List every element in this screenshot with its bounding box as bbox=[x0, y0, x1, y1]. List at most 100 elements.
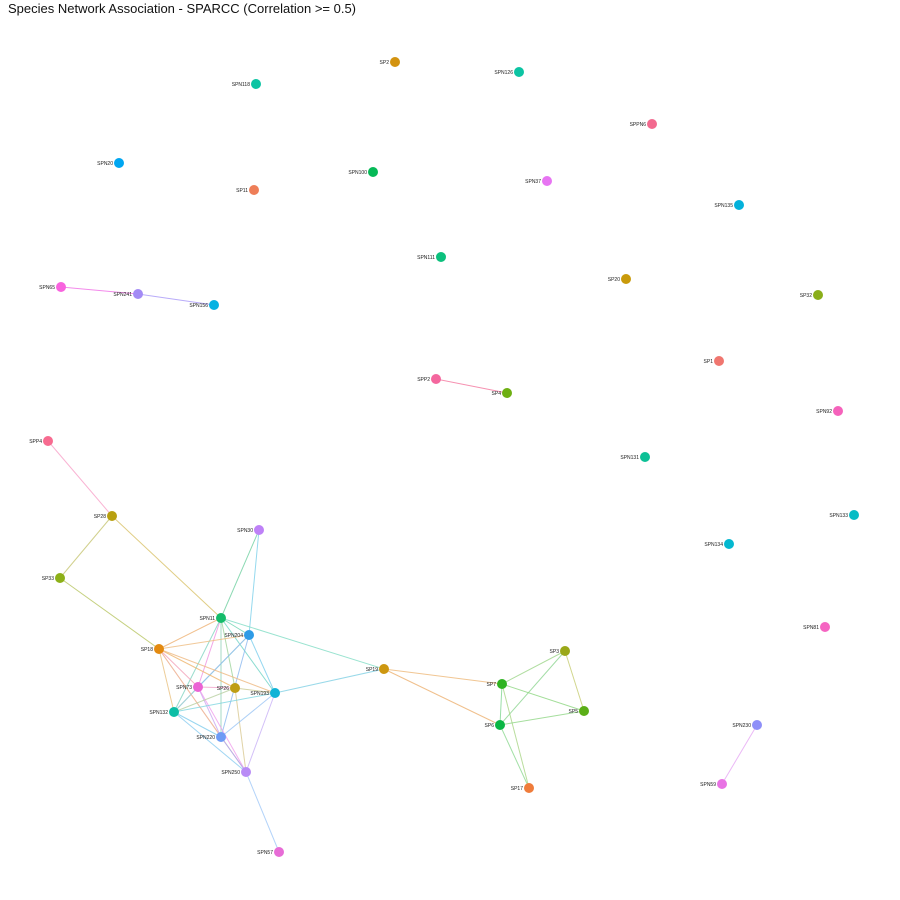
node-SPN11[interactable] bbox=[216, 613, 226, 623]
node-label-SP18: SP18 bbox=[141, 647, 153, 653]
edge-SPN132-SPN220 bbox=[173, 711, 222, 738]
node-label-SP17: SP17 bbox=[511, 786, 523, 792]
node-SPN20[interactable] bbox=[114, 158, 124, 168]
edge-SP28-SPN11 bbox=[111, 515, 222, 619]
node-label-SP26: SP26 bbox=[217, 686, 229, 692]
node-label-SP5: SP5 bbox=[569, 709, 579, 715]
node-SP26[interactable] bbox=[230, 683, 240, 693]
edge-SPN193-SP19 bbox=[274, 668, 385, 694]
node-SPPN6[interactable] bbox=[647, 119, 657, 129]
node-SP3[interactable] bbox=[560, 646, 570, 656]
node-SPN100[interactable] bbox=[368, 167, 378, 177]
node-label-SP6: SP6 bbox=[485, 723, 495, 729]
node-label-SPN59: SPN59 bbox=[700, 782, 716, 788]
edge-SPN250-SPN57 bbox=[245, 771, 280, 853]
node-SPN30[interactable] bbox=[254, 525, 264, 535]
edge-SP6-SP5 bbox=[499, 710, 585, 726]
node-label-SPN11: SPN11 bbox=[200, 616, 216, 622]
edge-SPP2-SP4 bbox=[435, 378, 508, 394]
node-SP19[interactable] bbox=[379, 664, 389, 674]
node-SP2[interactable] bbox=[390, 57, 400, 67]
edge-SPN30-SPN11 bbox=[220, 529, 260, 619]
node-SPN65[interactable] bbox=[56, 282, 66, 292]
node-SPN230[interactable] bbox=[752, 720, 762, 730]
node-label-SPPN6: SPPN6 bbox=[630, 122, 647, 128]
node-label-SPN92: SPN92 bbox=[816, 409, 832, 415]
edge-SP7-SP5 bbox=[501, 683, 585, 712]
node-SPN241[interactable] bbox=[133, 289, 143, 299]
edge-SPN11-SP18 bbox=[158, 617, 222, 650]
edge-SP33-SP18 bbox=[59, 577, 160, 650]
node-label-SP33: SP33 bbox=[42, 576, 54, 582]
edge-SPN11-SP19 bbox=[220, 617, 385, 670]
node-label-SPN204: SPN204 bbox=[224, 633, 243, 639]
node-SP4[interactable] bbox=[502, 388, 512, 398]
node-label-SP3: SP3 bbox=[550, 649, 560, 655]
node-SP28[interactable] bbox=[107, 511, 117, 521]
edge-SPN11-SPN73 bbox=[197, 617, 222, 688]
edge-SP6-SP17 bbox=[499, 724, 530, 789]
node-SP17[interactable] bbox=[524, 783, 534, 793]
edge-SPN73-SPN250 bbox=[197, 686, 247, 773]
edge-SPN204-SPN193 bbox=[248, 634, 276, 694]
node-label-SPN20: SPN20 bbox=[97, 161, 113, 167]
edge-SPN230-SPN59 bbox=[721, 724, 758, 785]
node-SP20[interactable] bbox=[621, 274, 631, 284]
node-SPP4[interactable] bbox=[43, 436, 53, 446]
node-label-SPP2: SPP2 bbox=[417, 377, 430, 383]
node-SPN135[interactable] bbox=[734, 200, 744, 210]
node-SPN118[interactable] bbox=[251, 79, 261, 89]
edge-SPP4-SP28 bbox=[47, 440, 113, 517]
node-SPN193[interactable] bbox=[270, 688, 280, 698]
edge-SP3-SP7 bbox=[501, 650, 566, 685]
node-SP5[interactable] bbox=[579, 706, 589, 716]
edge-SP26-SPN250 bbox=[234, 687, 247, 773]
node-label-SPN37: SPN37 bbox=[525, 179, 541, 185]
edge-SP7-SP17 bbox=[501, 683, 530, 789]
node-label-SP19: SP19 bbox=[366, 667, 378, 673]
node-SPN131[interactable] bbox=[640, 452, 650, 462]
node-SP1[interactable] bbox=[714, 356, 724, 366]
edge-SP7-SP6 bbox=[499, 683, 503, 726]
node-SPP2[interactable] bbox=[431, 374, 441, 384]
edge-SPN30-SPN204 bbox=[248, 529, 260, 636]
diagram-title: Species Network Association - SPARCC (Co… bbox=[8, 1, 357, 16]
node-label-SPN220: SPN220 bbox=[196, 735, 215, 741]
node-SP32[interactable] bbox=[813, 290, 823, 300]
node-SPN220[interactable] bbox=[216, 732, 226, 742]
node-label-SPN65: SPN65 bbox=[39, 285, 55, 291]
node-SPN132[interactable] bbox=[169, 707, 179, 717]
node-SP6[interactable] bbox=[495, 720, 505, 730]
node-label-SP32: SP32 bbox=[800, 293, 812, 299]
node-SPN204[interactable] bbox=[244, 630, 254, 640]
edge-SP18-SP26 bbox=[158, 648, 236, 689]
edge-SPN73-SP26 bbox=[197, 686, 236, 689]
node-SPN156[interactable] bbox=[209, 300, 219, 310]
edge-SPN132-SPN250 bbox=[173, 711, 247, 773]
node-SPN81[interactable] bbox=[820, 622, 830, 632]
node-SPN134[interactable] bbox=[724, 539, 734, 549]
node-SPN133[interactable] bbox=[849, 510, 859, 520]
node-SP33[interactable] bbox=[55, 573, 65, 583]
node-label-SP20: SP20 bbox=[608, 277, 620, 283]
edge-SP3-SP5 bbox=[564, 650, 585, 712]
node-SP18[interactable] bbox=[154, 644, 164, 654]
edge-SP18-SPN132 bbox=[158, 648, 175, 713]
node-SPN73[interactable] bbox=[193, 682, 203, 692]
edge-SPN204-SP18 bbox=[158, 634, 250, 650]
node-SPN59[interactable] bbox=[717, 779, 727, 789]
node-SPN111[interactable] bbox=[436, 252, 446, 262]
edge-SPN11-SP26 bbox=[220, 617, 236, 689]
edge-SP26-SPN193 bbox=[234, 687, 276, 694]
edge-SPN220-SPN250 bbox=[220, 736, 247, 773]
node-SP7[interactable] bbox=[497, 679, 507, 689]
node-SPN126[interactable] bbox=[514, 67, 524, 77]
node-SPN250[interactable] bbox=[241, 767, 251, 777]
node-SPN92[interactable] bbox=[833, 406, 843, 416]
node-label-SP28: SP28 bbox=[94, 514, 106, 520]
node-SPN37[interactable] bbox=[542, 176, 552, 186]
edge-SP3-SP6 bbox=[499, 650, 566, 726]
node-SP11[interactable] bbox=[249, 185, 259, 195]
node-SPN57[interactable] bbox=[274, 847, 284, 857]
node-label-SPN193: SPN193 bbox=[250, 691, 269, 697]
